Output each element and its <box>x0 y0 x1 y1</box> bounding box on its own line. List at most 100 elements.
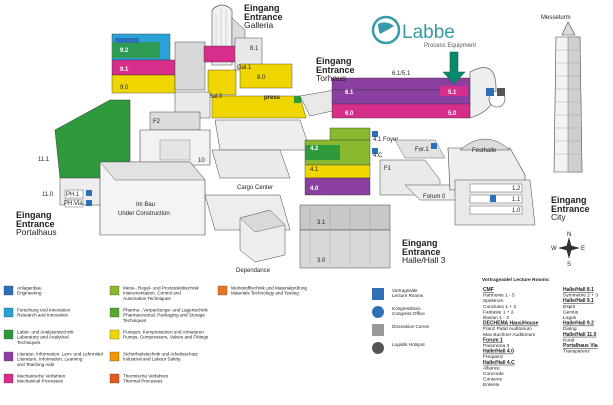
hall-4-2: 4.2 <box>310 146 319 152</box>
hall-6-1: 6.1 <box>345 90 354 96</box>
lecture-room-item: Max Buchner Auditorium <box>483 332 535 338</box>
dependance-label: Dependance <box>236 268 271 274</box>
legend-service-icon <box>372 306 384 318</box>
hall-9-2: 9.2 <box>120 48 129 54</box>
logo-tagline: Process Equipment <box>424 43 476 49</box>
construction-building: Im Bau Under Construction <box>99 161 206 236</box>
hall-10-label: 10 <box>198 158 205 164</box>
lecture-rooms-title: Vortragssäle/ Lecture Rooms: <box>482 277 550 283</box>
for1-label: For.1 <box>415 147 429 153</box>
lecture-room-group: Forum 1 <box>483 337 503 343</box>
entrance-torhaus: Eingang Entrance Torhaus <box>316 56 355 83</box>
lecture-room-item: Panorama 3 <box>483 343 509 349</box>
legend-swatch-icon <box>3 351 14 362</box>
lecture-room-group: Halle/Hall 8.1 <box>563 287 594 293</box>
lecture-room-group: Halle/Hall 4.C <box>483 360 515 366</box>
hall-1-2: 1.2 <box>512 186 521 192</box>
lecture-room-group: Halle/Hall 11.0 <box>563 332 597 338</box>
f2-label: F2 <box>153 119 161 125</box>
hall-6-0: 6.0 <box>345 111 354 117</box>
lecture-room-group: Halle/Hall 9.2 <box>563 321 594 327</box>
hall-4: 4.2 4.1 4.0 4.1 Foyer 4.C <box>304 127 398 196</box>
hall-8-0: 8.0 <box>257 75 266 81</box>
forum-0-label: Forum 0 <box>423 194 446 200</box>
legend-service-label: Discussion Corner <box>392 324 430 329</box>
legend-swatch-icon <box>3 285 14 296</box>
svg-text:Portalhaus: Portalhaus <box>16 227 57 237</box>
lecture-room-item: Transparenz <box>563 349 590 355</box>
hall-8-1: 8.1 <box>250 46 259 52</box>
compass-w: W <box>551 246 557 252</box>
lecture-room-item: Conclusio 1 + 2 <box>483 304 517 310</box>
center-buildings: F2 10 <box>139 89 346 179</box>
logo-name: Labbe <box>402 22 455 43</box>
hall-4c-label: 4.C <box>373 153 383 159</box>
labbe-logo: Labbe Process Equipment <box>371 15 476 49</box>
gal-0-label: Gal.0 <box>208 94 223 100</box>
legend-swatch-icon <box>109 285 120 296</box>
legend-service-icon <box>372 342 384 354</box>
lecture-room-group: Portalhaus Via <box>563 343 598 349</box>
hall-6-1-5-1: 6.1/5.1 <box>392 71 411 77</box>
legend-service-icon <box>372 288 384 300</box>
lecture-room-item: Fantasie 1 + 2 <box>483 309 514 315</box>
lecture-room-item: Symmetrie 2 + 3 <box>563 293 598 299</box>
hall-1-1: 1.1 <box>512 197 521 203</box>
hall-3: 3.1 3.0 <box>299 204 391 269</box>
legend-swatch-icon <box>109 351 120 362</box>
lecture-room-item: Koral <box>563 337 574 343</box>
lecture-room-group: Halle/Hall 9.1 <box>563 298 594 304</box>
lecture-room-group: CMF <box>483 287 494 293</box>
ph1-label: PH.1 <box>66 192 80 198</box>
legend-swatch-icon <box>109 307 120 318</box>
lecture-room-group: DECHEMA Haus/House <box>483 321 539 327</box>
messeturm-tower: Messeturm <box>541 15 583 173</box>
gal-1-label: Gal.1 <box>237 65 252 71</box>
legend-swatch-icon <box>3 373 14 384</box>
svg-text:Torhaus: Torhaus <box>316 73 346 83</box>
svg-text:Eingang: Eingang <box>551 195 587 205</box>
lecture-room-item: Entente <box>483 382 500 388</box>
phvia-label: PH.Via <box>64 201 83 207</box>
dependance: Dependance <box>236 209 286 274</box>
hall-3-0: 3.0 <box>317 258 326 264</box>
hall-5-0: 5.0 <box>448 111 457 117</box>
lecture-room-item: Genius <box>563 309 579 315</box>
hall-11-0: 11.0 <box>42 192 54 198</box>
lecture-rooms: Vortragssäle/ Lecture Rooms: CMFHarmonie… <box>482 277 598 388</box>
festhalle-label: Festhalle <box>472 148 497 154</box>
legend-service-label: Logistik Hotspot <box>392 342 425 347</box>
lecture-room-item: Consens <box>483 377 503 383</box>
svg-text:Galleria: Galleria <box>244 20 274 30</box>
hall-6-5: 6.1/5.1 6.1 6.0 5.1 5.0 <box>331 51 506 119</box>
hall-1-0: 1.0 <box>512 208 521 214</box>
cargo-center-label: Cargo Center <box>237 185 273 191</box>
legend-swatch-icon <box>109 373 120 384</box>
hall-4-0: 4.0 <box>310 186 319 192</box>
foyer-label: 4.1 Foyer <box>373 137 398 143</box>
lecture-room-item: Dialog <box>563 326 577 332</box>
f1-label: F1 <box>384 166 392 172</box>
hall-3-1: 3.1 <box>317 220 326 226</box>
under-construction-label: Under Construction <box>118 211 170 217</box>
legend-swatch-icon <box>109 329 120 340</box>
hall-4-1: 4.1 <box>310 167 319 173</box>
hall-8-stack: 8.1 Gal.1 8.0 Gal.0 press <box>203 37 307 119</box>
hall-9-stack: 9.2 9.1 9.0 <box>111 33 206 94</box>
svg-text:Eingang: Eingang <box>16 210 52 220</box>
svg-text:City: City <box>551 212 566 222</box>
svg-text:Entrance: Entrance <box>16 219 55 229</box>
svg-text:Entrance: Entrance <box>402 247 441 257</box>
compass-n: N <box>567 232 571 238</box>
